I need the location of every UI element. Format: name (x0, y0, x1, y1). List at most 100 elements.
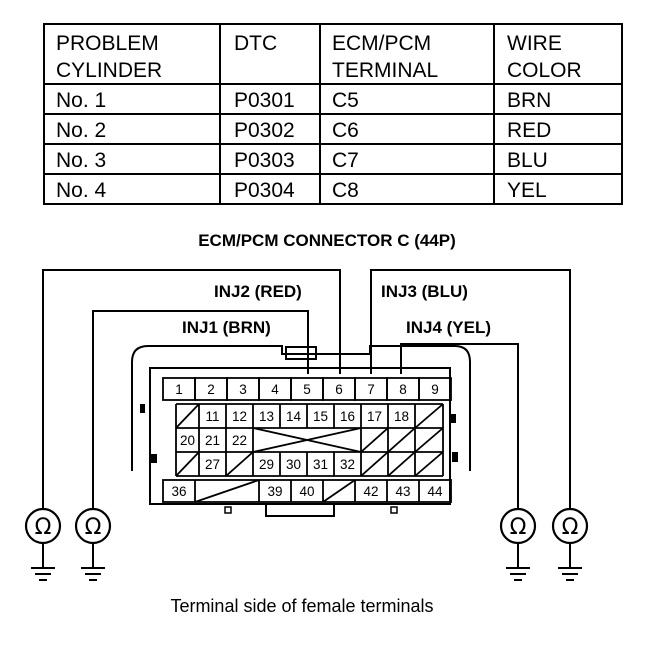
blank-cell-mark (414, 403, 444, 429)
pin-label: 14 (286, 409, 302, 424)
pin-label: 29 (259, 457, 274, 472)
cell-dtc: P0301 (234, 89, 295, 112)
pin-label: 22 (232, 433, 247, 448)
blank-cell-mark (387, 451, 416, 477)
pin-label: 15 (313, 409, 328, 424)
blank-cell-mark (360, 451, 389, 477)
blank-cell-mark (175, 451, 200, 477)
cell-wire-color: YEL (507, 179, 547, 202)
wire-inj4 (400, 343, 519, 508)
cell-cylinder: No. 2 (56, 119, 106, 142)
table-row: No. 1 P0301 C5 BRN (56, 89, 551, 112)
header-ecm-terminal-line2: TERMINAL (332, 59, 438, 82)
connector-bottom-key (265, 504, 335, 517)
ohmmeter-probe: Ω (74, 507, 112, 581)
pin-label: 3 (239, 382, 247, 397)
connector-title: ECM/PCM CONNECTOR C (44P) (198, 231, 456, 250)
pin-label: 12 (232, 409, 247, 424)
pin-label: 9 (431, 382, 439, 397)
pin-label: 5 (303, 382, 311, 397)
pin-label: 7 (367, 382, 375, 397)
pin-rows-2-4 (175, 403, 444, 477)
cell-terminal: C6 (332, 119, 359, 142)
pin-label: 31 (313, 457, 328, 472)
pin-label: 43 (395, 484, 410, 499)
blank-cell-mark (414, 451, 444, 477)
cell-wire-color: RED (507, 119, 551, 142)
pin-label: 44 (427, 484, 443, 499)
pin-row-1-labels: 1 2 3 4 5 6 7 8 9 (175, 382, 439, 397)
table-row: No. 4 P0304 C8 YEL (56, 179, 547, 202)
pin-label: 39 (267, 484, 282, 499)
table-header: PROBLEM CYLINDER DTC ECM/PCM TERMINAL WI… (56, 32, 582, 82)
pin-label: 16 (340, 409, 355, 424)
cell-dtc: P0302 (234, 119, 295, 142)
blank-cell-mark (194, 479, 260, 503)
guide-rib (451, 414, 456, 423)
header-wire-color-line1: WIRE (507, 32, 562, 55)
pin-label: 4 (271, 382, 279, 397)
cell-terminal: C7 (332, 149, 359, 172)
blank-cell-mark (387, 427, 416, 453)
header-wire-color-line2: COLOR (507, 59, 582, 82)
inj1-label: INJ1 (BRN) (182, 318, 271, 337)
pin-row-1 (162, 377, 452, 401)
probe-wires (42, 269, 571, 508)
inj4-label: INJ4 (YEL) (406, 318, 491, 337)
connector-face (149, 367, 451, 505)
connector-guides (140, 404, 458, 463)
ohm-symbol: Ω (35, 515, 52, 540)
pin-label: 1 (175, 382, 183, 397)
pin-label: 30 (286, 457, 301, 472)
pin-label: 42 (363, 484, 378, 499)
pin-label: 13 (259, 409, 274, 424)
inj2-label: INJ2 (RED) (214, 282, 302, 301)
pin-label: 20 (180, 433, 195, 448)
cell-cylinder: No. 4 (56, 179, 107, 202)
tab (224, 506, 232, 514)
table-row: No. 3 P0303 C7 BLU (56, 149, 548, 172)
pin-label: 32 (340, 457, 355, 472)
cell-wire-color: BRN (507, 89, 551, 112)
pin-cell (418, 377, 452, 401)
ohmmeter-probe: Ω (499, 507, 537, 581)
blank-cell-mark (322, 479, 356, 503)
pin-label: 6 (335, 382, 343, 397)
pin-row-5-frame (162, 479, 452, 503)
pin-label: 27 (205, 457, 220, 472)
ground-icon (558, 543, 582, 581)
guide-rib (151, 454, 157, 463)
blank-cell-mark (175, 403, 200, 429)
guide-rib (140, 404, 145, 413)
ground-icon (506, 543, 530, 581)
ground-icon (81, 543, 105, 581)
blank-cell-mark (414, 427, 444, 453)
connector-outer-shell (131, 345, 471, 471)
pin-label: 21 (205, 433, 220, 448)
cell-dtc: P0304 (234, 179, 295, 202)
cell-wire-color: BLU (507, 149, 548, 172)
header-ecm-terminal-line1: ECM/PCM (332, 32, 431, 55)
wire-inj1 (92, 310, 309, 508)
dtc-table (43, 23, 623, 205)
pin-label: 2 (207, 382, 215, 397)
ground-icon (31, 543, 55, 581)
tab (390, 506, 398, 514)
ohmmeter-probe: Ω (24, 507, 62, 581)
diagram-caption: Terminal side of female terminals (170, 596, 433, 616)
inj3-label: INJ3 (BLU) (381, 282, 468, 301)
table-row: No. 2 P0302 C6 RED (56, 119, 551, 142)
cell-cylinder: No. 3 (56, 149, 106, 172)
header-problem-cylinder-line2: CYLINDER (56, 59, 162, 82)
pin-label: 11 (205, 409, 219, 424)
wire-inj2 (42, 269, 341, 508)
pin-label: 36 (171, 484, 186, 499)
blank-block-mark (252, 427, 362, 453)
blank-cell-mark (360, 427, 389, 453)
blank-cell-mark (225, 451, 254, 477)
pin-rows-2-4-labels: 11 12 13 14 15 16 17 18 20 21 22 27 29 3… (180, 409, 409, 472)
pin-row-5-labels: 36 39 40 42 43 44 (171, 484, 443, 499)
pin-row-5 (162, 479, 452, 503)
wire-inj3 (370, 269, 571, 508)
